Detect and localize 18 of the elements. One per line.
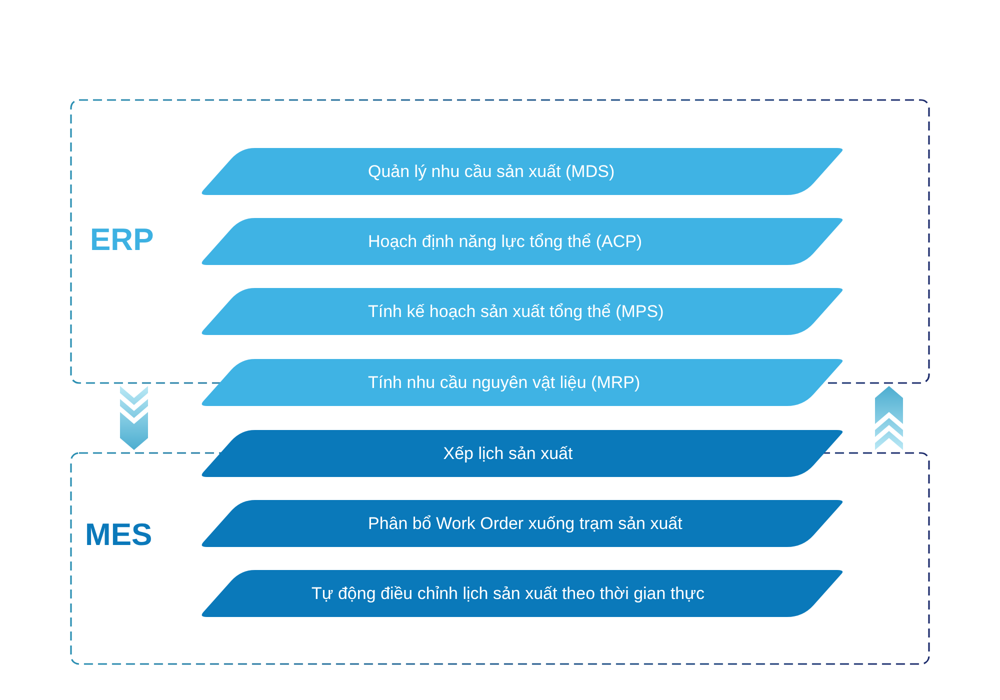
- band-label: Tính nhu cầu nguyên vật liệu (MRP): [368, 372, 640, 393]
- group-title: ERP: [90, 222, 154, 258]
- process-band: [199, 148, 845, 195]
- group-title: MES: [85, 517, 152, 553]
- band-label: Xếp lịch sản xuất: [443, 443, 573, 464]
- chevron-arrow: [120, 386, 148, 450]
- band-label: Quản lý nhu cầu sản xuất (MDS): [368, 161, 615, 182]
- band-label: Tính kế hoạch sản xuất tổng thể (MPS): [368, 301, 664, 322]
- band-label: Tự động điều chỉnh lịch sản xuất theo thời gian thực: [311, 583, 705, 604]
- band-label: Phân bổ Work Order xuống trạm sản xuất: [368, 513, 682, 534]
- process-band: [199, 500, 845, 547]
- process-band: [199, 430, 845, 477]
- process-band: [199, 218, 845, 265]
- chevron-arrow: [875, 386, 903, 450]
- process-band: [199, 288, 845, 335]
- band-label: Hoạch định năng lực tổng thể (ACP): [368, 231, 642, 252]
- process-band: [199, 359, 845, 406]
- process-band: [199, 570, 845, 617]
